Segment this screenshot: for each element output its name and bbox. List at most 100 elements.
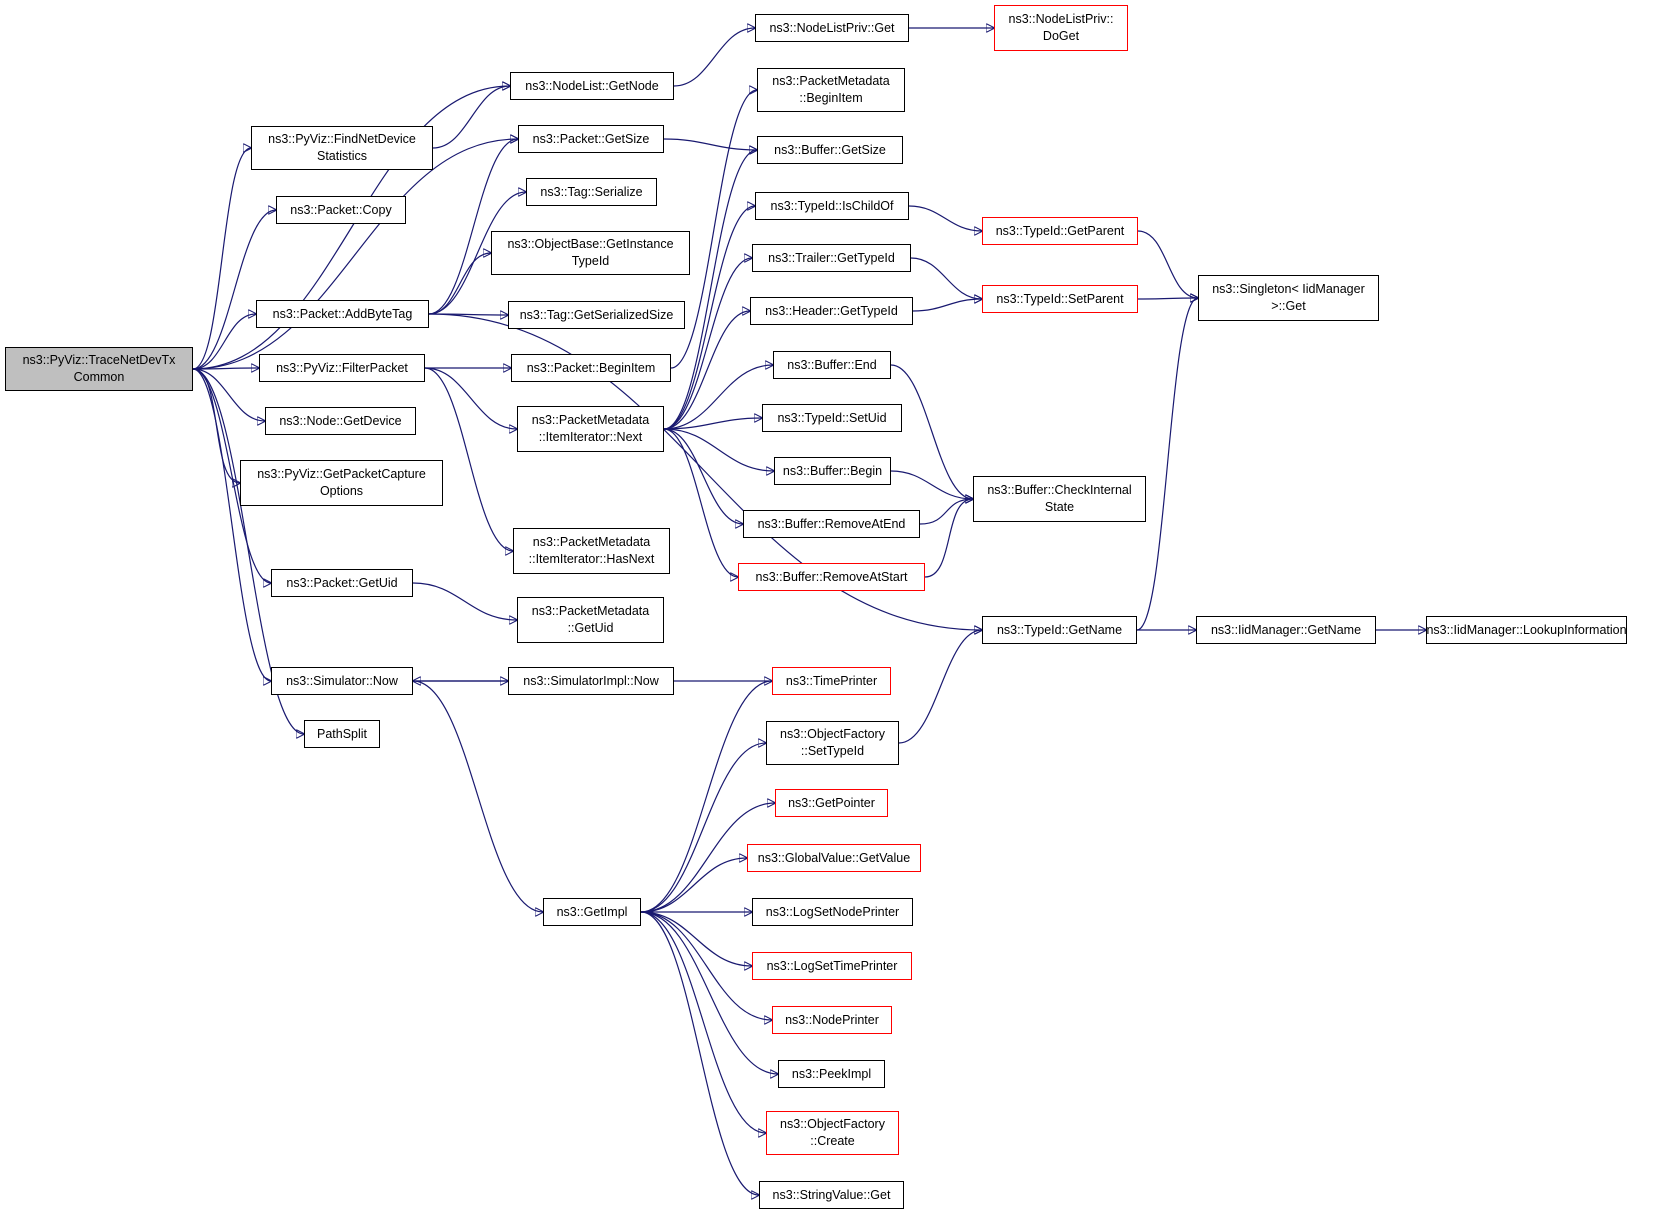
graph-node-typeid-ischildof[interactable]: ns3::TypeId::IsChildOf [755,192,909,220]
edge-root-to-packet-addbytetag [192,314,256,370]
graph-node-singleton-get[interactable]: ns3::Singleton< IidManager >::Get [1198,275,1379,321]
edge-itemiterator-next-to-buffer-removeatstart [663,428,738,577]
edge-pyviz-findnetdevice-to-nodelist-getnode [432,86,510,149]
graph-node-packet-getuid[interactable]: ns3::Packet::GetUid [271,569,413,597]
edge-packet-getuid-to-packetmetadata-getuid [412,582,517,620]
graph-node-nodelistpriv-get[interactable]: ns3::NodeListPriv::Get [755,14,909,42]
graph-node-buffer-removeatend[interactable]: ns3::Buffer::RemoveAtEnd [743,510,920,538]
edge-itemiterator-next-to-buffer-end [663,365,773,430]
edge-itemiterator-next-to-typeid-setuid [663,418,762,430]
graph-node-trailer-gettypeid[interactable]: ns3::Trailer::GetTypeId [752,244,911,272]
graph-node-packet-copy[interactable]: ns3::Packet::Copy [276,196,406,224]
edge-packet-beginitem-to-packetmetadata-beginitem [670,90,757,369]
graph-node-buffer-begin[interactable]: ns3::Buffer::Begin [774,457,891,485]
graph-node-logsettimeprinter[interactable]: ns3::LogSetTimePrinter [752,952,912,980]
graph-node-typeid-getname[interactable]: ns3::TypeId::GetName [982,616,1137,644]
graph-node-itemiterator-next[interactable]: ns3::PacketMetadata ::ItemIterator::Next [517,406,664,452]
edge-pyviz-filterpacket-to-itemiterator-hasnext [424,367,513,551]
edge-getimpl-to-timeprinter [640,681,772,913]
graph-node-pyviz-filterpacket[interactable]: ns3::PyViz::FilterPacket [259,354,425,382]
graph-node-iidmanager-getname[interactable]: ns3::IidManager::GetName [1196,616,1376,644]
graph-node-objectfactory-create[interactable]: ns3::ObjectFactory ::Create [766,1111,899,1155]
graph-node-buffer-checkinternalstate[interactable]: ns3::Buffer::CheckInternal State [973,476,1146,522]
edge-buffer-begin-to-buffer-checkinternalstate [890,470,973,499]
edge-typeid-ischildof-to-typeid-getparent [908,205,982,231]
graph-node-typeid-setparent[interactable]: ns3::TypeId::SetParent [982,285,1138,313]
edge-root-to-nodelist-getnode [192,86,510,370]
graph-node-typeid-getparent[interactable]: ns3::TypeId::GetParent [982,217,1138,245]
graph-node-itemiterator-hasnext[interactable]: ns3::PacketMetadata ::ItemIterator::HasN… [513,528,670,574]
edge-packet-addbytetag-to-packet-getsize [428,139,518,315]
graph-node-globalvalue-getvalue[interactable]: ns3::GlobalValue::GetValue [747,844,921,872]
graph-node-pyviz-findnetdevice[interactable]: ns3::PyViz::FindNetDevice Statistics [251,126,433,170]
edge-getimpl-to-peekimpl [640,911,778,1074]
graph-node-typeid-setuid[interactable]: ns3::TypeId::SetUid [762,404,902,432]
edge-itemiterator-next-to-buffer-getsize [663,150,757,430]
graph-node-header-gettypeid[interactable]: ns3::Header::GetTypeId [750,297,913,325]
edge-packet-getsize-to-buffer-getsize [663,138,757,150]
graph-node-packetmetadata-beginitem[interactable]: ns3::PacketMetadata ::BeginItem [757,68,905,112]
graph-node-nodelistpriv-doget[interactable]: ns3::NodeListPriv:: DoGet [994,5,1128,51]
graph-node-tag-serialize[interactable]: ns3::Tag::Serialize [526,178,657,206]
graph-node-getpointer[interactable]: ns3::GetPointer [775,789,888,817]
edge-root-to-pathsplit [192,368,304,734]
graph-node-getimpl[interactable]: ns3::GetImpl [543,898,641,926]
edge-root-to-node-getdevice [192,368,265,421]
edge-buffer-removeatstart-to-buffer-checkinternalstate [924,499,973,578]
edge-nodelist-getnode-to-nodelistpriv-get [673,28,755,87]
edge-itemiterator-next-to-buffer-begin [663,428,774,471]
edge-root-to-packet-getuid [192,368,271,583]
edge-itemiterator-next-to-header-gettypeid [663,311,750,430]
edge-itemiterator-next-to-typeid-ischildof [663,206,755,430]
graph-node-root: ns3::PyViz::TraceNetDevTx Common [5,347,193,391]
edge-getimpl-to-objectfactory-settypeid [640,743,766,913]
graph-node-packetmetadata-getuid[interactable]: ns3::PacketMetadata ::GetUid [517,597,664,643]
graph-node-tag-getserializedsize[interactable]: ns3::Tag::GetSerializedSize [508,301,685,329]
edge-root-to-packet-getsize [192,139,518,370]
graph-node-iidmanager-lookupinformation[interactable]: ns3::IidManager::LookupInformation [1426,616,1627,644]
graph-node-simulator-now[interactable]: ns3::Simulator::Now [271,667,413,695]
edge-root-to-pyviz-filterpacket [192,368,259,369]
graph-node-logsetnodeprinter[interactable]: ns3::LogSetNodePrinter [752,898,913,926]
graph-node-nodelist-getnode[interactable]: ns3::NodeList::GetNode [510,72,674,100]
edge-root-to-simulator-now [192,368,271,681]
graph-node-simulatorimpl-now[interactable]: ns3::SimulatorImpl::Now [508,667,674,695]
edge-objectfactory-settypeid-to-typeid-getname [898,630,982,744]
graph-node-buffer-getsize[interactable]: ns3::Buffer::GetSize [757,136,903,164]
edge-getimpl-to-logsettimeprinter [640,911,752,966]
edge-getimpl-to-getpointer [640,803,775,913]
edge-simulator-now-to-getimpl [412,680,543,912]
edge-trailer-gettypeid-to-typeid-setparent [910,257,982,299]
edge-typeid-setparent-to-singleton-get [1137,298,1198,299]
edge-getimpl-to-objectfactory-create [640,911,766,1133]
edge-getimpl-to-globalvalue-getvalue [640,858,747,913]
edge-header-gettypeid-to-typeid-setparent [912,299,982,312]
graph-node-peekimpl[interactable]: ns3::PeekImpl [778,1060,885,1088]
edge-packet-addbytetag-to-typeid-getname [428,313,982,630]
graph-node-packet-beginitem[interactable]: ns3::Packet::BeginItem [511,354,671,382]
graph-node-node-getdevice[interactable]: ns3::Node::GetDevice [265,407,416,435]
edge-getimpl-to-stringvalue-get [640,911,759,1195]
edge-itemiterator-next-to-buffer-removeatend [663,428,743,524]
edge-itemiterator-next-to-trailer-gettypeid [663,258,752,430]
graph-node-objectfactory-settypeid[interactable]: ns3::ObjectFactory ::SetTypeId [766,721,899,765]
edge-typeid-getparent-to-singleton-get [1137,230,1198,298]
edge-pyviz-filterpacket-to-itemiterator-next [424,367,517,429]
graph-node-packet-addbytetag[interactable]: ns3::Packet::AddByteTag [256,300,429,328]
graph-node-objectbase-getinstancetypeid[interactable]: ns3::ObjectBase::GetInstance TypeId [491,231,690,275]
graph-node-buffer-removeatstart[interactable]: ns3::Buffer::RemoveAtStart [738,563,925,591]
edge-buffer-removeatend-to-buffer-checkinternalstate [919,499,973,525]
edge-root-to-pyviz-findnetdevice [192,148,251,370]
edge-typeid-getname-to-singleton-get [1136,298,1198,631]
graph-node-nodeprinter[interactable]: ns3::NodePrinter [772,1006,892,1034]
edge-root-to-packet-copy [192,210,276,370]
graph-node-timeprinter[interactable]: ns3::TimePrinter [772,667,891,695]
graph-node-pyviz-getpacketcapture[interactable]: ns3::PyViz::GetPacketCapture Options [240,460,443,506]
graph-node-stringvalue-get[interactable]: ns3::StringValue::Get [759,1181,904,1209]
edge-packet-addbytetag-to-objectbase-getinstancetypeid [428,253,491,315]
graph-node-pathsplit[interactable]: PathSplit [304,720,380,748]
graph-node-buffer-end[interactable]: ns3::Buffer::End [773,351,891,379]
graph-node-packet-getsize[interactable]: ns3::Packet::GetSize [518,125,664,153]
